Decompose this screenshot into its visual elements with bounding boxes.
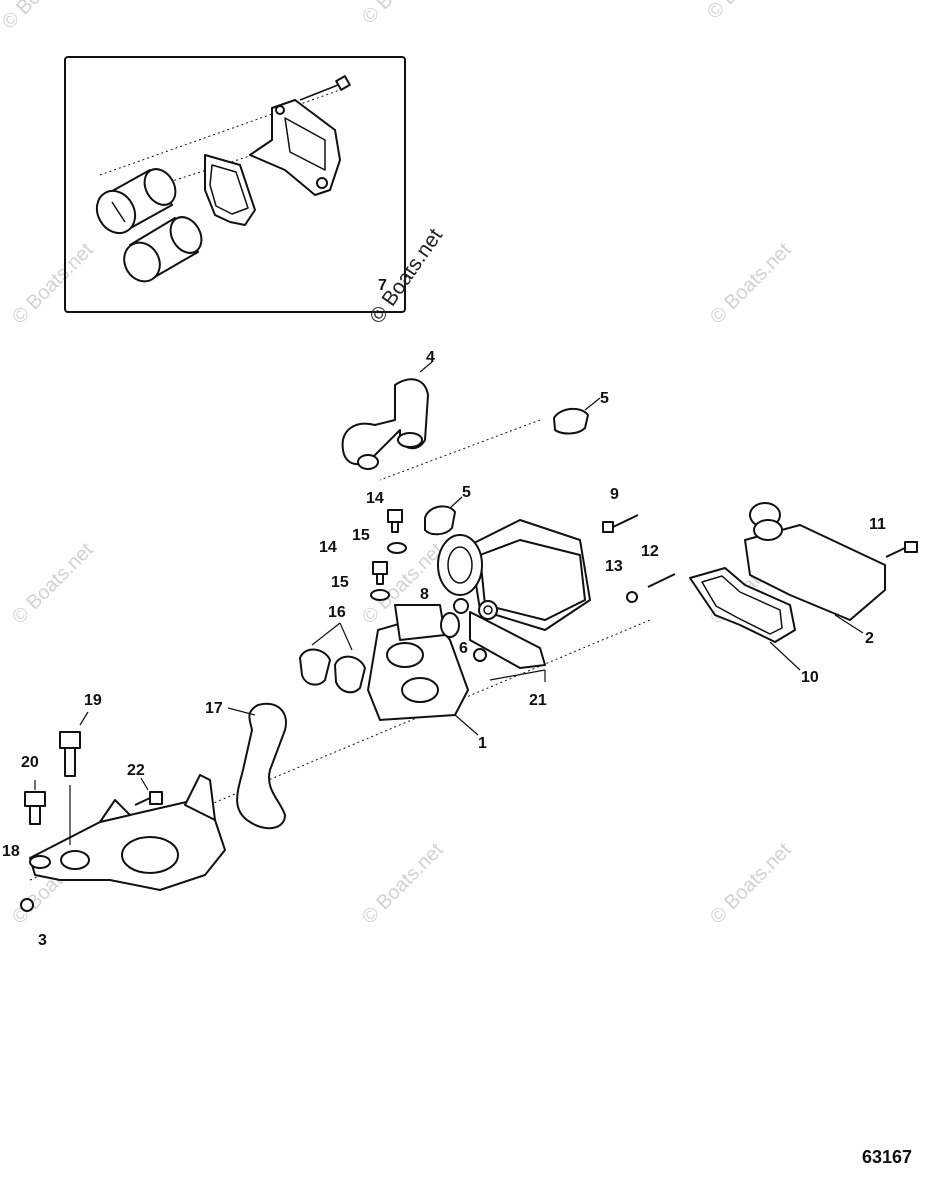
pump-housing [437,519,591,669]
screw-9: 9 [602,486,639,533]
watermark-top-left: © Boats.net [0,0,88,34]
callout-9: 9 [610,486,619,503]
watermarks: © Boats.net © Boats.net © Boats.net © Bo… [0,0,796,929]
callout-15b: 15 [331,574,349,591]
callout-21: 21 [529,692,547,709]
callout-22: 22 [127,762,145,779]
watermark-mid-3: © Boats.net [358,839,448,929]
callout-14a: 14 [366,490,384,507]
inset-screw [299,75,351,101]
inset-cover [249,99,341,196]
watermark-left-2: © Boats.net [8,539,98,629]
figure-number: 63167 [862,1147,912,1167]
callout-2: 2 [865,630,874,647]
callout-17: 17 [205,700,223,717]
inset-filter-1 [95,168,177,235]
inset-kit: 7 © Boats.net [64,56,447,328]
inset-frame [64,56,406,313]
watermark-left-1: © Boats.net [8,239,98,329]
washer-15b: 15 [331,574,390,601]
watermark-right-3: © Boats.net [706,839,796,929]
inset-filter-2 [123,216,203,283]
part-6: 6 [459,640,487,662]
bolt-14b: 14 [319,539,388,585]
part-bracket-18: 18 [2,774,226,891]
screw-11: 11 [869,516,918,558]
callout-4: 4 [426,349,435,366]
callout-14b: 14 [319,539,337,556]
callout-5a: 5 [600,390,609,407]
watermark-top-right: © Boats.net [703,0,793,24]
part-clamps-16: 16 [299,604,366,694]
bolt-19: 19 [59,692,102,845]
callout-16: 16 [328,604,346,621]
callout-19: 19 [84,692,102,709]
callout-11: 11 [869,516,886,533]
bolt-20: 20 [21,754,46,825]
callout-15a: 15 [352,527,370,544]
callout-7: 7 [378,277,387,294]
part-bracket-1: 1 [367,604,487,752]
nut-13: 13 [605,558,638,603]
callout-12: 12 [641,543,659,560]
callout-3: 3 [38,932,47,949]
part-oring-8: 8 [420,586,460,638]
nut-3: 3 [20,898,47,949]
part-clamp-5b: 5 [424,484,471,536]
bolt-14a: 14 [366,490,403,533]
washer-15a: 15 [352,527,407,554]
screw-22: 22 [127,762,163,806]
screw-12: 12 [641,543,676,588]
watermark-right-1: © Boats.net [706,239,796,329]
callout-18: 18 [2,843,20,860]
part-cover-2: 2 [744,502,886,647]
callout-20: 20 [21,754,39,771]
part-clamp-5a: 5 [553,390,609,435]
part-hose-17: 17 [205,700,287,830]
callout-1: 1 [478,735,487,752]
callout-13: 13 [605,558,623,575]
watermark-top-mid: © Boats.net [358,0,448,29]
callout-10: 10 [801,669,819,686]
callout-8: 8 [420,586,429,603]
callout-5b: 5 [462,484,471,501]
callout-21-lead: 21 [489,669,547,709]
part-hose-4: 4 [341,349,435,470]
part-gasket-10: 10 [689,567,819,686]
callout-6: 6 [459,640,468,657]
